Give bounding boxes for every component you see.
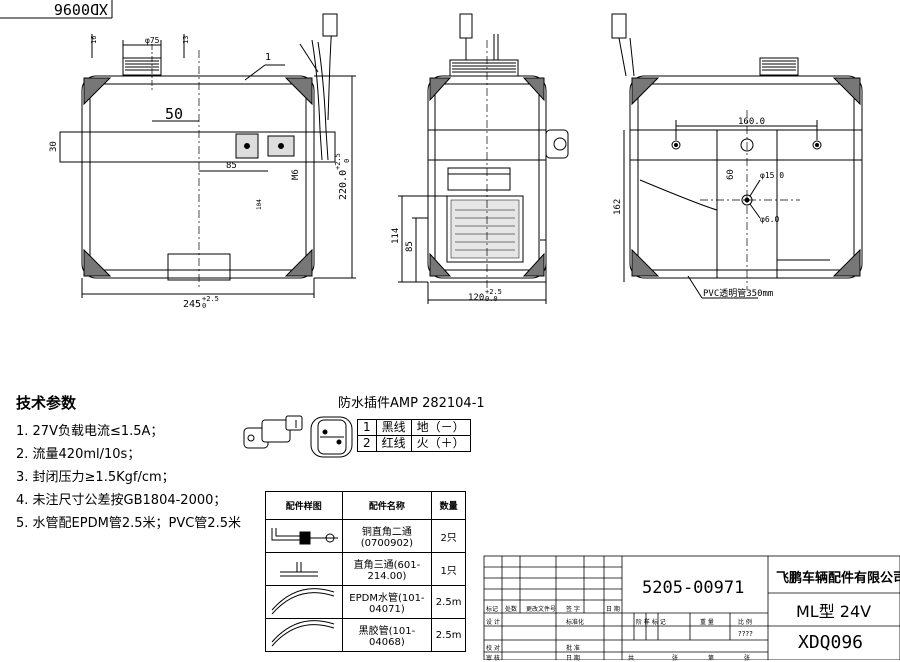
plug-connector-icon [243,415,303,449]
front-dim-diameter: φ75 [145,36,160,45]
drawing-code: XDQ096 [798,632,864,653]
side-dim-85: 85 [405,241,415,252]
tb-label-date: 日 期 [606,606,620,613]
tb-label-sheet2: 张 [744,655,751,662]
rear-dim-160: 160.0 [738,117,765,127]
spec-item-5: 5. 水管配EPDM管2.5米；PVC管2.5米 [16,516,241,531]
tb-label-weight: 重 量 [700,619,714,626]
tb-label-check: 校 对 [486,645,500,652]
front-dim-width: 245 [183,299,201,310]
wiring-row: 1 黑线 地（－） [357,419,471,436]
rear-dim-60: 60 [726,169,736,180]
rear-dim-d15: φ15.0 [760,171,784,180]
parts-table: 配件样图 配件名称 数量 铜直角二通(0700902) 2只 直角三通(601-… [265,491,466,652]
side-view: 114 85 120 +2.5 0.0 [391,13,569,304]
table-row: 黑胶管(101-04068) 2.5m [265,618,466,652]
wiring-wire: 黑线 [375,419,412,436]
wiring-row: 2 红线 火（＋） [357,435,471,452]
wiring-func: 地（－） [410,419,471,436]
specs-title: 技术参数 [16,394,77,412]
parts-header-image: 配件样图 [265,491,343,520]
front-dim-m6: M6 [291,169,301,180]
spec-item-4: 4. 未注尺寸公差按GB1804-2000； [16,493,227,508]
front-leader-1: 1 [265,52,271,63]
wiring-wire: 红线 [375,435,412,452]
front-dim-width-tol2: 0 [202,302,206,310]
tb-label-change-doc: 更改文件号 [526,606,557,613]
front-dim-16: 16 [90,36,98,44]
table-row: 直角三通(601-214.00) 1只 [265,552,466,586]
front-dim-13: 13 [182,36,190,44]
wiring-pin: 2 [357,435,377,452]
front-view: φ75 16 13 50 30 85 M6 104 1 245 +2.5 0 2… [49,13,356,310]
parts-qty: 2只 [431,519,466,553]
wiring-func: 火（＋） [410,435,471,452]
rear-view: 160.0 60 φ15.0 φ6.0 162 PVC透明管350mm [611,13,863,299]
parts-image-cell [265,519,343,553]
side-dim-width: 120 [468,293,484,303]
side-dim-width-tol: +2.5 [485,288,502,296]
tb-label-count: 处数 [505,606,518,613]
rear-pvc-label: PVC透明管350mm [703,287,773,299]
front-dim-30: 30 [49,141,59,152]
tb-label-scale: 比 例 [738,619,752,626]
front-dim-height-tol2: 0 [343,159,351,163]
tb-label-total: 共 [628,655,635,662]
parts-qty: 1只 [431,552,466,586]
parts-image-cell [265,585,343,619]
tb-label-stage-mark: 阶 样 标 记 [636,619,666,626]
tb-label-design: 设 计 [486,619,500,626]
front-dim-width-tol: +2.5 [202,295,219,303]
tb-label-date2: 日 期 [566,655,580,662]
table-row: EPDM水管(101-04071) 2.5m [265,585,466,619]
parts-image-cell [265,618,343,652]
rear-dim-162: 162 [613,199,623,215]
side-dim-width-tol2: 0.0 [485,295,498,303]
tb-label-sheet: 张 [672,655,679,662]
side-dim-114: 114 [391,228,401,244]
parts-header-name: 配件名称 [341,491,433,520]
parts-qty: 2.5m [431,618,466,652]
tb-label-approve: 批 准 [566,645,580,652]
parts-image-cell [265,552,343,586]
plug-face-icon [310,416,353,458]
tb-label-mark: 标记 [486,606,499,613]
front-dim-height-tol: +2.5 [334,153,342,170]
rear-dim-d6: φ6.0 [760,215,779,224]
parts-name: 黑胶管(101-04068) [341,618,433,652]
spec-item-2: 2. 流量420ml/10s； [16,447,141,462]
tb-label-sign: 签 字 [566,606,580,613]
tb-label-page: 第 [708,655,715,662]
wiring-table: 1 黑线 地（－） 2 红线 火（＋） [357,419,471,452]
title-block-frame [483,555,900,660]
spec-item-3: 3. 封闭压力≥1.5Kgf/cm； [16,470,175,485]
spec-item-1: 1. 27V负载电流≤1.5A； [16,424,164,439]
front-center-label: 104 [256,199,263,210]
front-dim-50: 50 [165,105,183,123]
model-label: ML型 24V [796,602,872,621]
parts-header-row: 配件样图 配件名称 数量 [265,491,466,520]
parts-qty: 2.5m [431,585,466,619]
tb-label-review: 审 核 [486,655,500,662]
front-dim-85: 85 [226,161,237,171]
part-number: 5205-00971 [642,578,745,598]
table-row: 铜直角二通(0700902) 2只 [265,519,466,553]
parts-name: EPDM水管(101-04071) [341,585,433,619]
parts-header-qty: 数量 [431,491,466,520]
corner-code-box: XD0096 [0,0,113,19]
parts-name: 直角三通(601-214.00) [341,552,433,586]
tb-scale-value: ???? [738,630,753,638]
company-name: 飞鹏车辆配件有限公司 [776,571,900,586]
parts-name: 铜直角二通(0700902) [341,519,433,553]
corner-code: XD0096 [54,0,108,18]
tb-label-standard: 标准化 [566,619,585,626]
wiring-pin: 1 [357,419,377,436]
front-dim-height: 220.0 [338,170,349,200]
plug-title: 防水插件AMP 282104-1 [338,396,485,411]
